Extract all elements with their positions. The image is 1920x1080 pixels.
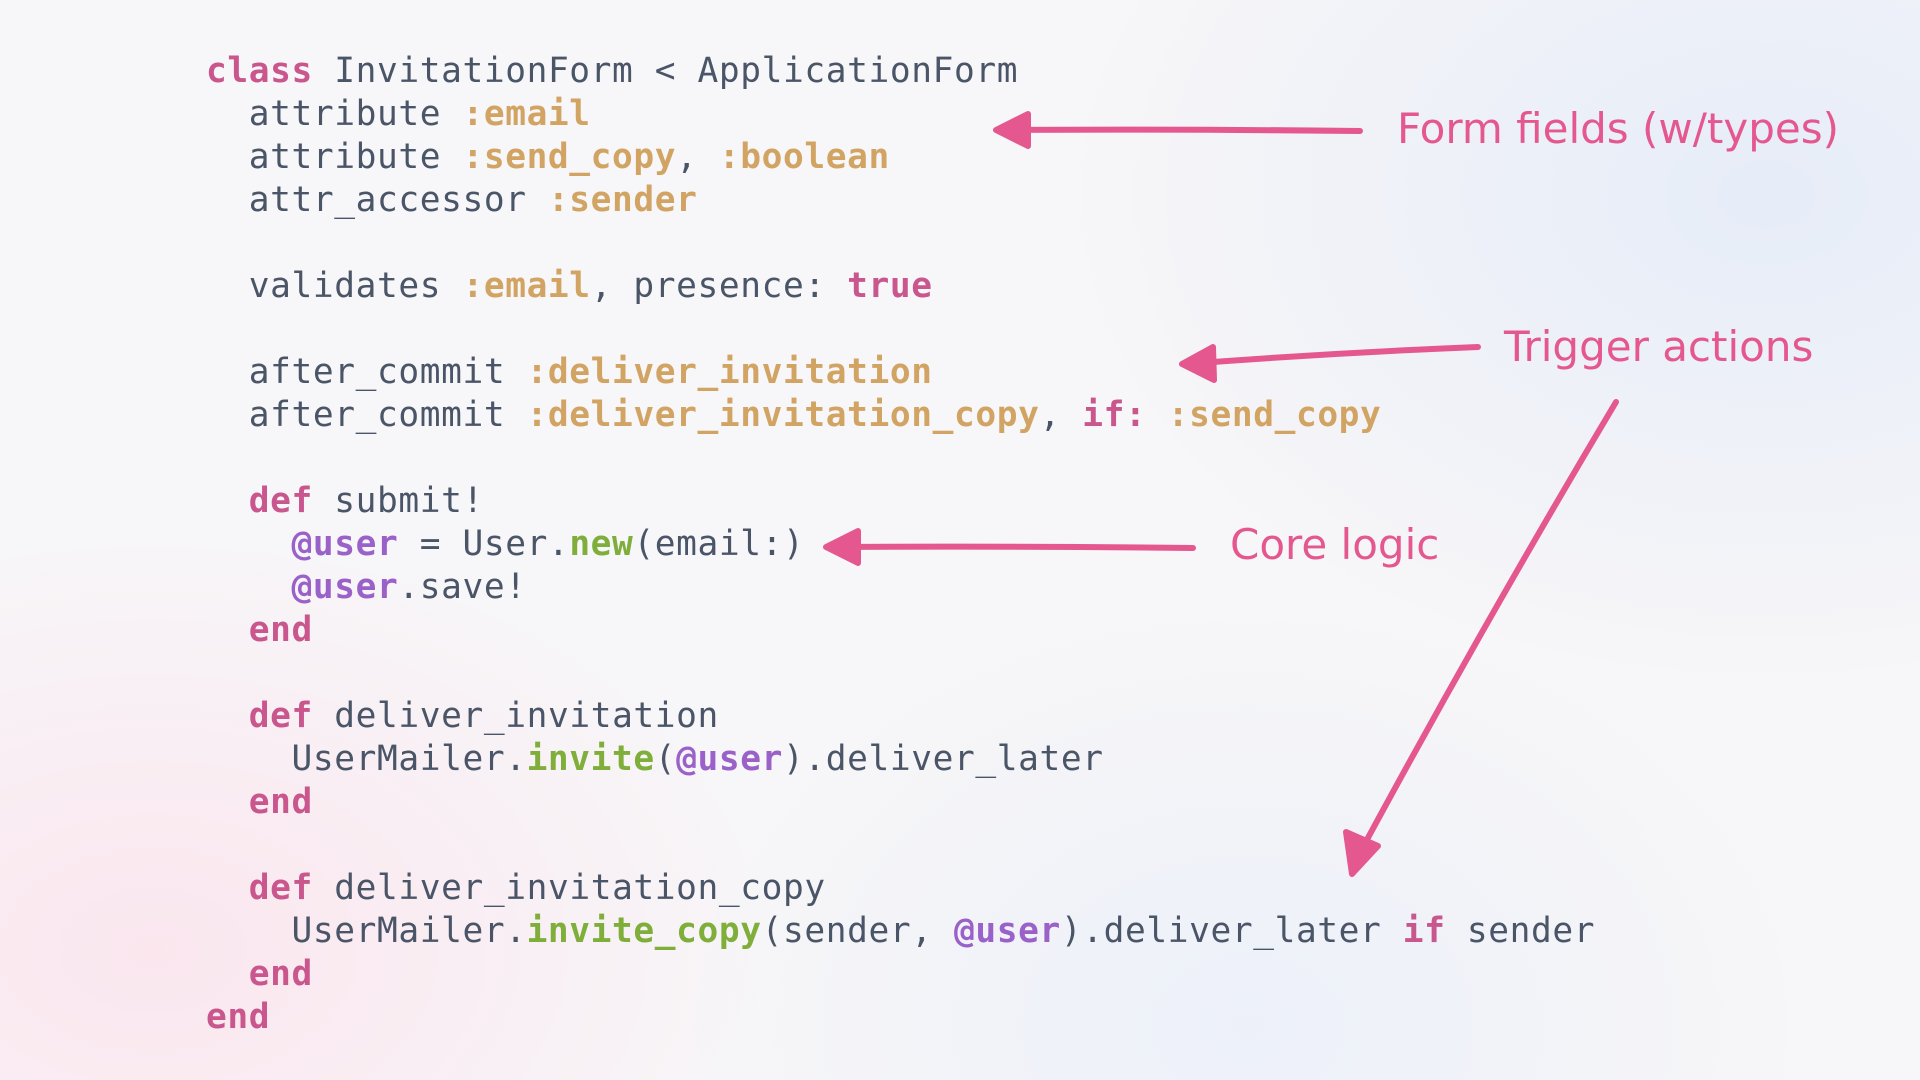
annotation-form-fields: Form fields (w/types): [1397, 104, 1839, 153]
code-line: after_commit :deliver_invitation: [206, 351, 1595, 394]
code-line: end: [206, 953, 1595, 996]
code-token: invite_copy: [526, 911, 762, 951]
code-line: attribute :send_copy, :boolean: [206, 136, 1595, 179]
code-token: :boolean: [718, 137, 890, 177]
code-token: UserMailer.: [206, 911, 527, 951]
code-token: true: [847, 266, 933, 306]
code-token: after_commit: [206, 395, 527, 435]
code-token: (email:): [633, 524, 805, 564]
code-token: (sender,: [761, 911, 954, 951]
code-token: ).deliver_later: [1060, 911, 1403, 951]
code-token: :send_copy: [462, 137, 677, 177]
code-line: UserMailer.invite(@user).deliver_later: [206, 738, 1595, 781]
code-line: validates :email, presence: true: [206, 265, 1595, 308]
code-token: = User.: [398, 524, 570, 564]
code-token: :email: [462, 266, 591, 306]
code-line: end: [206, 609, 1595, 652]
code-token: validates: [206, 266, 463, 306]
code-token: invite: [526, 739, 655, 779]
code-token: def: [248, 696, 313, 736]
code-line: @user.save!: [206, 566, 1595, 609]
code-line: attribute :email: [206, 93, 1595, 136]
code-token: :deliver_invitation_copy: [526, 395, 1040, 435]
code-token: @user: [291, 524, 399, 564]
code-line: def submit!: [206, 480, 1595, 523]
code-line: after_commit :deliver_invitation_copy, i…: [206, 394, 1595, 437]
code-token: @user: [954, 911, 1061, 951]
code-token: attribute: [206, 137, 463, 177]
code-token: attribute: [206, 94, 463, 134]
code-token: UserMailer.: [206, 739, 527, 779]
code-token: def: [248, 481, 313, 521]
code-token: ,: [1039, 395, 1083, 435]
code-token: :deliver_invitation: [526, 352, 933, 392]
code-line: @user = User.new(email:): [206, 523, 1595, 566]
annotation-trigger-actions: Trigger actions: [1504, 322, 1814, 371]
annotation-core-logic: Core logic: [1230, 520, 1440, 569]
code-token: def: [248, 868, 313, 908]
code-token: :send_copy: [1167, 395, 1382, 435]
code-line: UserMailer.invite_copy(sender, @user).de…: [206, 910, 1595, 953]
code-token: deliver_invitation_copy: [312, 868, 826, 908]
arrow-trigger-actions: [1179, 344, 1481, 383]
code-token: attr_accessor: [206, 180, 548, 220]
code-token: :email: [462, 94, 591, 134]
code-token: submit!: [312, 481, 484, 521]
code-token: sender: [1445, 911, 1596, 951]
code-token: end: [248, 610, 313, 650]
code-line: def deliver_invitation: [206, 695, 1595, 738]
arrow-form-fields: [993, 111, 1363, 149]
code-token: end: [248, 782, 313, 822]
code-token: InvitationForm < ApplicationForm: [312, 51, 1019, 91]
arrow-trigger-to-copy: [1343, 399, 1619, 877]
code-token: ).deliver_later: [783, 739, 1104, 779]
code-token: :sender: [547, 180, 698, 220]
code-token: end: [206, 997, 271, 1037]
code-block: class InvitationForm < ApplicationForm a…: [206, 50, 1595, 1039]
code-line: end: [206, 996, 1595, 1039]
code-token: @user: [291, 567, 399, 607]
code-line: attr_accessor :sender: [206, 179, 1595, 222]
code-token: .save!: [398, 567, 527, 607]
code-token: after_commit: [206, 352, 527, 392]
code-token: ,: [676, 137, 719, 177]
code-token: if:: [1082, 395, 1147, 435]
code-token: if: [1402, 911, 1446, 951]
code-token: new: [569, 524, 634, 564]
code-token: @user: [676, 739, 784, 779]
code-token: class: [206, 51, 313, 91]
code-line: end: [206, 781, 1595, 824]
code-token: (: [654, 739, 677, 779]
code-line: def deliver_invitation_copy: [206, 867, 1595, 910]
arrow-core-logic: [823, 528, 1196, 566]
code-line: class InvitationForm < ApplicationForm: [206, 50, 1595, 93]
code-token: , presence:: [590, 266, 848, 306]
code-token: deliver_invitation: [312, 696, 719, 736]
code-token: end: [248, 954, 313, 994]
